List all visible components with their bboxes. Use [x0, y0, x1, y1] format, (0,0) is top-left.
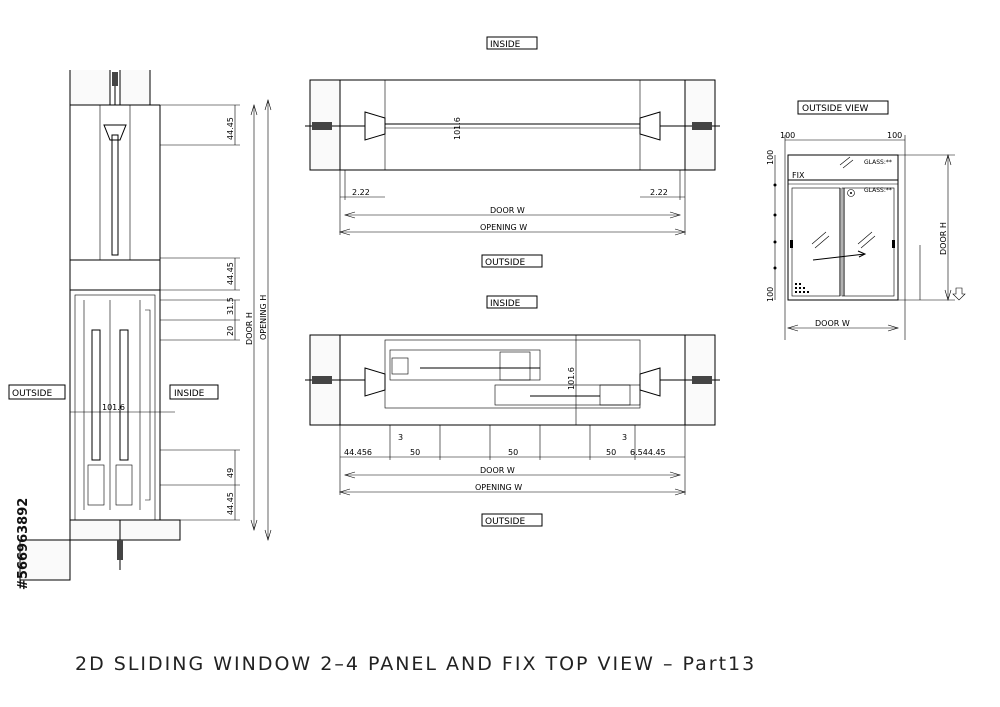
sheet-title: 2D SLIDING WINDOW 2–4 PANEL AND FIX TOP … — [75, 653, 756, 675]
panel-frame — [74, 294, 156, 521]
wall-bottom-sill — [69, 519, 181, 541]
elev-glass-top: GLASS:** — [864, 159, 892, 166]
elev-glass-mid: GLASS:** — [864, 187, 892, 194]
plan-bottom-dim-b: 50 — [508, 448, 518, 457]
plan-top-anchor-left — [312, 122, 332, 130]
sash-glass-left — [91, 329, 101, 461]
outside-elevation: OUTSIDE VIEW 100 100 FIX GLASS:** GLASS:… — [766, 100, 966, 340]
plan-bottom-dim-s1: 3 — [398, 433, 403, 442]
plan-bottom: INSIDE 101.6 44.456 3 50 50 50 3 — [305, 295, 720, 527]
plan-bottom-dim-right: 6.544.45 — [630, 448, 666, 457]
elev-corner-hatch — [795, 283, 809, 293]
elev-lock-icon — [847, 189, 855, 197]
wall-top-left — [69, 70, 111, 106]
anchor-bolt-top — [112, 72, 118, 86]
label-outside-left: OUTSIDE — [12, 389, 52, 399]
plan-bottom-door-w: DOOR W — [480, 466, 515, 475]
wall-bottom-left — [19, 539, 71, 581]
plan-bottom-depth: 101.6 — [567, 367, 576, 390]
plan-bottom-dim-c: 50 — [606, 448, 616, 457]
plan-top-inside-label: INSIDE — [490, 40, 521, 50]
plan-bottom-outside-label: OUTSIDE — [485, 517, 525, 527]
side-id: #566963892 — [16, 498, 31, 590]
anchor-bolt-bottom — [117, 540, 123, 560]
elev-fix: FIX — [792, 171, 805, 180]
plan-top-dim-left: 2.22 — [352, 188, 370, 197]
elev-slide-arrow — [812, 253, 866, 261]
sash-glass-right — [119, 329, 129, 461]
plan-top-opening-w: OPENING W — [480, 223, 527, 232]
plan-top-depth: 101.6 — [453, 117, 462, 140]
plan-bottom-inside-label: INSIDE — [490, 299, 521, 309]
plan-bottom-opening-w: OPENING W — [475, 483, 522, 492]
elev-door-w: DOOR W — [815, 319, 850, 328]
plan-top-door-w: DOOR W — [490, 206, 525, 215]
dim-d2: 20 — [226, 326, 235, 336]
elev-level-marker — [952, 287, 966, 301]
wall-top-right — [119, 70, 151, 106]
plan-bottom-anchor-left — [312, 376, 332, 384]
plan-top-dim-right: 2.22 — [650, 188, 668, 197]
plan-bottom-dim-left: 44.456 — [344, 448, 372, 457]
plan-top-anchor-right — [692, 122, 712, 130]
plan-bottom-anchor-right — [692, 376, 712, 384]
plan-top-outside-label: OUTSIDE — [485, 258, 525, 268]
elev-dim-left-top: 100 — [766, 150, 775, 165]
gasket-top — [103, 124, 127, 141]
elev-dim-top-right: 100 — [887, 131, 902, 140]
dim-width: 101.6 — [102, 403, 125, 412]
elevation-frame — [787, 154, 899, 301]
label-inside-left: INSIDE — [174, 389, 205, 399]
dim-bottom: 44.45 — [226, 492, 235, 515]
dim-d3: 49 — [226, 468, 235, 478]
plan-bottom-dim-s2: 3 — [622, 433, 627, 442]
plan-top-frame — [339, 79, 686, 171]
elevation-label: OUTSIDE VIEW — [802, 104, 869, 114]
elev-door-h: DOOR H — [939, 222, 948, 255]
elev-dim-top-left: 100 — [780, 131, 795, 140]
elevation-fixed-panel — [791, 187, 841, 297]
dim-opening-h: OPENING H — [259, 295, 268, 340]
dim-d1: 31.5 — [226, 297, 235, 315]
dim-mid: 44.45 — [226, 262, 235, 285]
vertical-section: 101.6 44.45 44.45 31.5 20 49 44.45 DOOR … — [8, 70, 272, 581]
plan-bottom-dim-a: 50 — [410, 448, 420, 457]
elev-dim-left-bottom: 100 — [766, 287, 775, 302]
dim-top: 44.45 — [226, 117, 235, 140]
plan-top: INSIDE 101.6 2.22 2.22 DOOR W OPENING W — [305, 36, 720, 268]
dim-door-h: DOOR H — [245, 312, 254, 345]
glass-pane-top — [111, 134, 119, 256]
